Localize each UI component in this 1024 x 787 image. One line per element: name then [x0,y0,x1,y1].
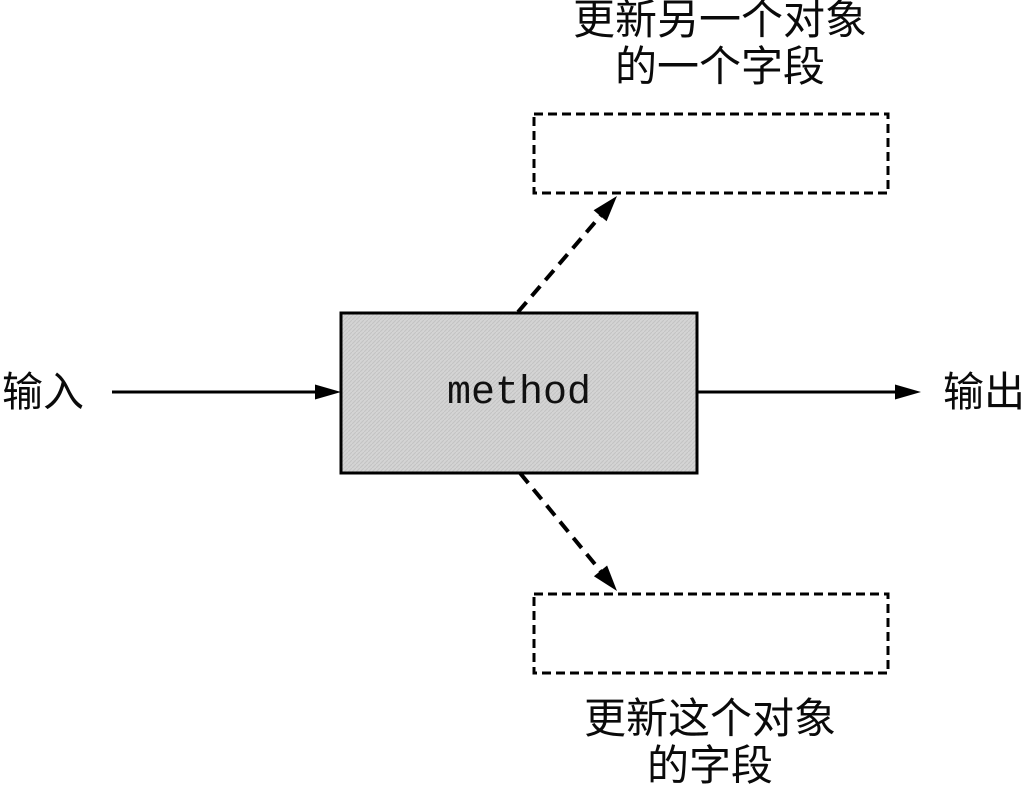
input-label: 输入 [2,369,84,415]
input-arrow-head [315,384,341,400]
top-note-line2: 的一个字段 [615,44,825,91]
side-effect-arrow-up [516,211,605,314]
side-effect-arrow-down-head [593,565,617,591]
side-effect-arrow-up-head [593,196,617,222]
bottom-note-line1: 更新这个对象 [584,696,836,743]
other-object-field-box [532,112,890,195]
this-object-field-box [532,592,890,675]
output-label: 输出 [943,369,1024,415]
top-note-line1: 更新另一个对象 [573,0,867,44]
method-label: method [447,371,591,416]
output-arrow-head [895,384,921,400]
side-effect-arrow-down [518,471,605,576]
bottom-note-line2: 的字段 [647,743,773,787]
method-box [339,311,699,475]
